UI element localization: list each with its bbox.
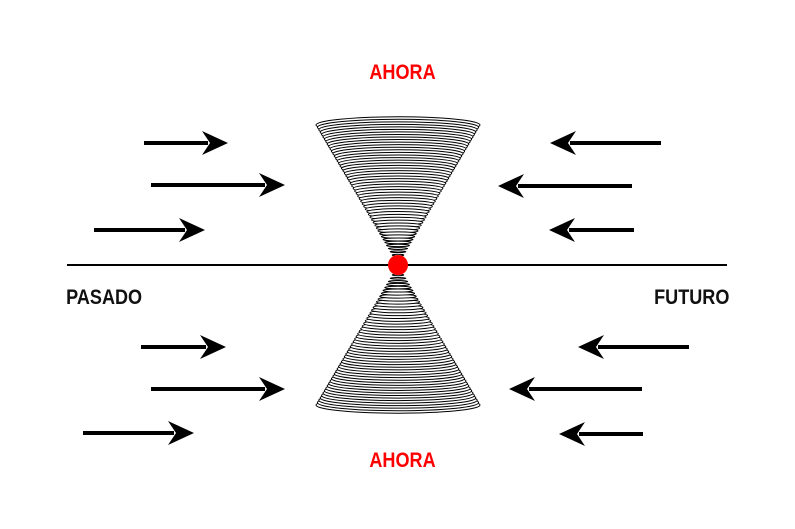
- now-label-bottom: AHORA: [369, 449, 436, 472]
- lower-cone-ring: [387, 280, 409, 283]
- future-arrow: [578, 335, 689, 359]
- upper-cone-ring: [387, 247, 409, 250]
- upper-cone: [315, 116, 481, 261]
- arrows-group: [83, 131, 689, 446]
- future-arrow: [498, 174, 632, 198]
- past-arrow: [141, 335, 226, 359]
- past-label: PASADO: [66, 286, 143, 309]
- future-arrow: [550, 131, 661, 155]
- upper-cone-ring: [389, 250, 407, 254]
- past-arrow: [151, 377, 285, 401]
- past-arrow: [83, 421, 194, 445]
- upper-cone-ring: [386, 243, 410, 248]
- lower-cone-ring: [382, 288, 414, 293]
- present-point: [388, 255, 408, 275]
- lower-cone: [315, 269, 481, 414]
- past-arrow: [94, 218, 205, 242]
- upper-cone-ring: [384, 240, 412, 245]
- past-arrow: [151, 173, 285, 197]
- lower-cone-ring: [389, 276, 407, 280]
- now-label-top: AHORA: [369, 61, 436, 84]
- upper-cone-ring: [382, 237, 414, 242]
- future-arrow: [509, 377, 642, 401]
- future-label: FUTURO: [654, 286, 730, 309]
- past-arrow: [144, 131, 228, 155]
- future-arrow: [549, 218, 634, 242]
- future-arrow: [559, 422, 643, 446]
- lower-cone-ring: [386, 282, 410, 287]
- lower-cone-ring: [384, 285, 412, 290]
